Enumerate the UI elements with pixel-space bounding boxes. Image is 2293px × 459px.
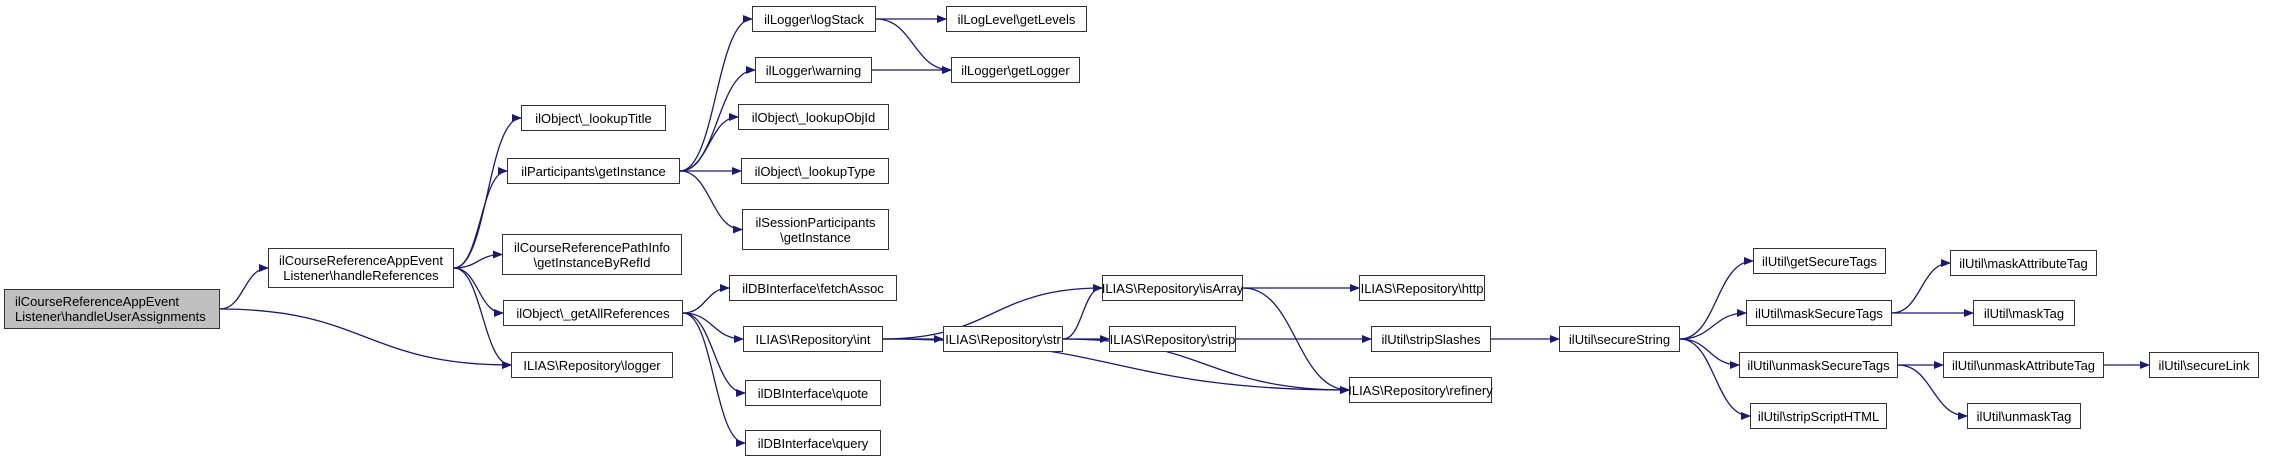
edge-root-to-handleReferences [219, 264, 269, 310]
node-label: ilDBInterface\query [757, 435, 869, 451]
node-handleReferences[interactable]: ilCourseReferenceAppEvent Listener\handl… [268, 248, 454, 288]
edge-secureString-to-stripScriptHTML [1679, 338, 1751, 420]
node-label: ilParticipants\getInstance [521, 163, 666, 179]
edge-root-to-repoLogger [219, 308, 512, 369]
node-repoLogger[interactable]: ILIAS\Repository\logger [511, 352, 673, 378]
node-stripScriptHTML[interactable]: ilUtil\stripScriptHTML [1750, 403, 1887, 429]
node-unmaskTag[interactable]: ilUtil\unmaskTag [1967, 403, 2081, 429]
node-pathInfo[interactable]: ilCourseReferencePathInfo \getInstanceBy… [502, 234, 682, 275]
node-label: ilUtil\maskSecureTags [1755, 305, 1883, 321]
node-repoStrip[interactable]: ILIAS\Repository\strip [1109, 326, 1236, 352]
node-getLogger[interactable]: ilLogger\getLogger [951, 57, 1080, 83]
node-unmaskAttributeTag[interactable]: ilUtil\unmaskAttributeTag [1943, 352, 2104, 378]
node-refinery[interactable]: ILIAS\Repository\refinery [1348, 377, 1493, 403]
node-label: ilDBInterface\quote [757, 385, 869, 401]
node-label: ilObject\_lookupObjId [751, 109, 876, 125]
node-label: ilLogger\getLogger [961, 62, 1070, 78]
edge-secureString-to-maskSecureTags [1679, 309, 1747, 340]
node-label: ILIAS\Repository\isArray [1101, 280, 1244, 296]
node-query[interactable]: ilDBInterface\query [745, 430, 881, 456]
node-root: ilCourseReferenceAppEvent Listener\handl… [4, 289, 220, 329]
node-label: ilUtil\unmaskSecureTags [1747, 357, 1890, 373]
node-secureString[interactable]: ilUtil\secureString [1559, 326, 1680, 352]
edge-logStack-to-getLogger [875, 18, 952, 74]
node-label: ILIAS\Repository\strip [1109, 331, 1236, 347]
node-http[interactable]: ILIAS\Repository\http [1359, 275, 1485, 301]
node-maskAttributeTag[interactable]: ilUtil\maskAttributeTag [1950, 250, 2097, 276]
node-unmaskSecureTags[interactable]: ilUtil\unmaskSecureTags [1739, 352, 1898, 378]
edge-secureString-to-unmaskSecureTags [1679, 338, 1740, 369]
node-label: ILIAS\Repository\str [945, 331, 1061, 347]
node-label: ilUtil\maskAttributeTag [1959, 255, 2088, 271]
node-label: ilUtil\unmaskTag [1976, 408, 2072, 424]
node-label: ilUtil\stripScriptHTML [1757, 408, 1880, 424]
node-fetchAssoc[interactable]: ilDBInterface\fetchAssoc [729, 275, 897, 301]
node-isArray[interactable]: ILIAS\Repository\isArray [1102, 275, 1243, 301]
node-quote[interactable]: ilDBInterface\quote [745, 380, 881, 406]
node-repoInt[interactable]: ILIAS\Repository\int [743, 326, 883, 352]
node-label: ilCourseReferenceAppEvent Listener\handl… [15, 294, 206, 324]
node-lookupObjId[interactable]: ilObject\_lookupObjId [738, 104, 889, 130]
node-label: ilDBInterface\fetchAssoc [742, 280, 884, 296]
edge-maskSecureTags-to-maskAttributeTag [1891, 259, 1951, 314]
node-label: ilObject\_getAllReferences [516, 305, 670, 321]
node-label: ilUtil\secureString [1568, 331, 1671, 347]
edge-handleReferences-to-getAllReferences [453, 267, 504, 317]
node-label: ilCourseReferencePathInfo \getInstanceBy… [513, 239, 671, 270]
edge-handleReferences-to-participantsGetInstance [453, 167, 508, 269]
node-label: ilUtil\unmaskAttributeTag [1951, 357, 2096, 373]
node-label: ilUtil\secureLink [2158, 357, 2250, 373]
node-label: ILIAS\Repository\logger [523, 357, 661, 373]
node-label: ilUtil\maskTag [1983, 305, 2065, 321]
edge-participantsGetInstance-to-logStack [679, 15, 753, 172]
node-label: ILIAS\Repository\http [1360, 280, 1484, 296]
node-maskSecureTags[interactable]: ilUtil\maskSecureTags [1746, 300, 1892, 326]
node-maskTag[interactable]: ilUtil\maskTag [1973, 300, 2075, 326]
node-getAllReferences[interactable]: ilObject\_getAllReferences [503, 300, 683, 326]
node-getLevels[interactable]: ilLogLevel\getLevels [946, 6, 1087, 32]
node-logStack[interactable]: ilLogger\logStack [752, 6, 876, 32]
edge-secureString-to-getSecureTags [1679, 257, 1754, 340]
node-label: ILIAS\Repository\refinery [1348, 382, 1493, 398]
node-label: ilLogger\warning [765, 62, 862, 78]
edge-getAllReferences-to-fetchAssoc [682, 284, 730, 314]
node-label: ilLogLevel\getLevels [957, 11, 1076, 27]
node-label: ilLogger\logStack [764, 11, 864, 27]
node-label: ilUtil\getSecureTags [1762, 253, 1877, 269]
node-stripSlashes[interactable]: ilUtil\stripSlashes [1371, 326, 1491, 352]
edge-participantsGetInstance-to-lookupObjId [679, 113, 739, 172]
node-getSecureTags[interactable]: ilUtil\getSecureTags [1753, 248, 1886, 274]
edge-getAllReferences-to-repoInt [682, 312, 744, 343]
edge-participantsGetInstance-to-sessionParticipants [679, 170, 743, 234]
node-lookupTitle[interactable]: ilObject\_lookupTitle [521, 105, 666, 131]
node-label: ILIAS\Repository\int [755, 331, 871, 347]
edge-repoInt-to-isArray [882, 284, 1103, 340]
node-label: ilObject\_lookupType [754, 163, 876, 179]
node-repoStr[interactable]: ILIAS\Repository\str [943, 326, 1063, 352]
edge-getAllReferences-to-query [682, 312, 746, 447]
edge-handleReferences-to-pathInfo [453, 250, 503, 269]
edge-getAllReferences-to-quote [682, 312, 746, 397]
node-label: ilObject\_lookupTitle [535, 110, 652, 126]
node-label: ilSessionParticipants \getInstance [755, 214, 876, 245]
node-warning[interactable]: ilLogger\warning [755, 57, 872, 83]
node-lookupType[interactable]: ilObject\_lookupType [741, 158, 889, 184]
edge-unmaskSecureTags-to-unmaskTag [1897, 364, 1968, 420]
node-secureLink[interactable]: ilUtil\secureLink [2149, 352, 2259, 378]
edge-handleReferences-to-repoLogger [453, 267, 512, 369]
edge-repoStr-to-isArray [1062, 284, 1103, 340]
node-sessionParticipants[interactable]: ilSessionParticipants \getInstance [742, 209, 889, 250]
node-participantsGetInstance[interactable]: ilParticipants\getInstance [507, 158, 680, 184]
node-label: ilCourseReferenceAppEvent Listener\handl… [278, 253, 444, 283]
node-label: ilUtil\stripSlashes [1381, 331, 1481, 347]
